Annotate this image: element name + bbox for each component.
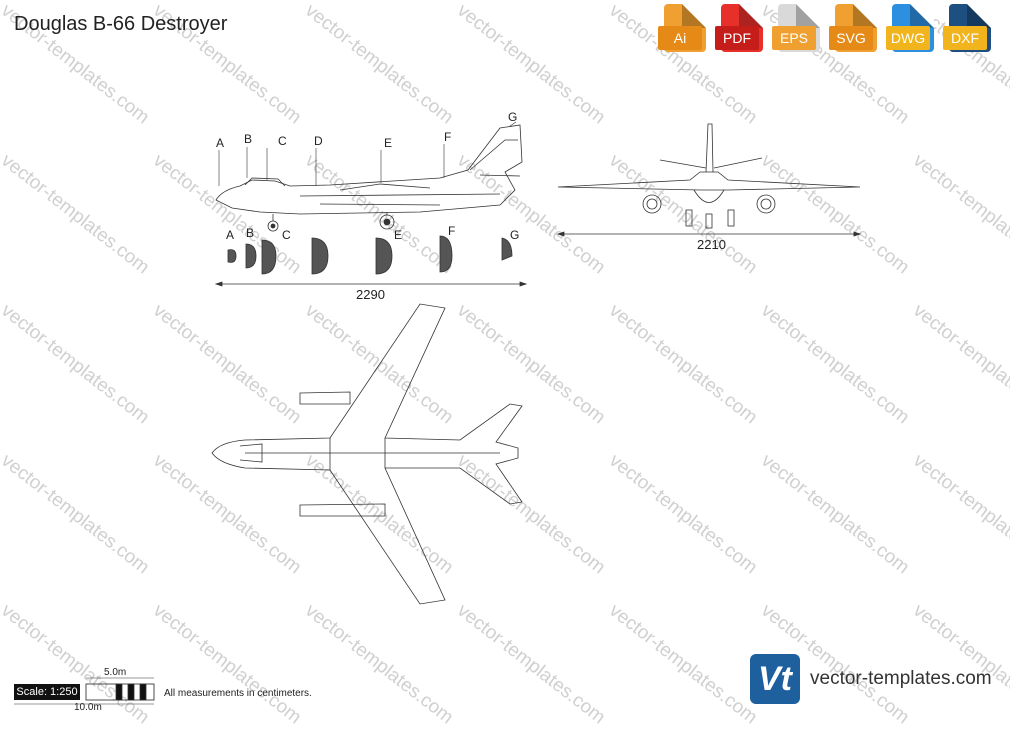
- blueprint-drawing: [14, 121, 862, 705]
- section-label-g: G: [508, 110, 518, 124]
- page-title: Douglas B-66 Destroyer: [14, 13, 228, 35]
- eps-format-label: EPS: [772, 26, 816, 50]
- pdf-format-button[interactable]: PDF: [715, 4, 763, 52]
- cross-label-a: A: [226, 228, 235, 242]
- scale-bar: [14, 677, 155, 705]
- dxf-format-button[interactable]: DXF: [943, 4, 991, 52]
- front-span-dimension: 2210: [697, 237, 726, 252]
- top-view: [211, 303, 523, 605]
- dwg-format-label: DWG: [886, 26, 930, 50]
- section-label-d: D: [314, 134, 323, 148]
- cross-label-e: E: [394, 228, 403, 242]
- pdf-format-label: PDF: [715, 26, 759, 50]
- cross-label-f: F: [448, 224, 456, 238]
- section-label-e: E: [384, 136, 393, 150]
- site-name[interactable]: vector-templates.com: [810, 668, 992, 689]
- dxf-format-label: DXF: [943, 26, 987, 50]
- format-download-bar: Ai PDF EPS SVG DWG DXF: [658, 4, 1006, 52]
- cross-sections: [227, 235, 513, 275]
- scale-label: Scale: 1:250: [14, 684, 80, 700]
- svg-format-label: SVG: [829, 26, 873, 50]
- section-label-f: F: [444, 130, 452, 144]
- eps-format-button[interactable]: EPS: [772, 4, 820, 52]
- side-length-dimension: 2290: [356, 287, 385, 302]
- scale-long-label: 10.0m: [74, 702, 102, 713]
- cross-label-b: B: [246, 226, 255, 240]
- cross-label-g: G: [510, 228, 520, 242]
- cross-label-c: C: [282, 228, 291, 242]
- front-view: [557, 123, 861, 229]
- scale-short-label: 5.0m: [104, 667, 127, 678]
- vt-logo-icon: Vt: [750, 654, 800, 704]
- section-label-c: C: [278, 134, 287, 148]
- svg-format-button[interactable]: SVG: [829, 4, 877, 52]
- ai-format-button[interactable]: Ai: [658, 4, 706, 52]
- ai-format-label: Ai: [658, 26, 702, 50]
- dwg-format-button[interactable]: DWG: [886, 4, 934, 52]
- section-label-a: A: [216, 136, 225, 150]
- measurement-note: All measurements in centimeters.: [164, 688, 312, 699]
- section-label-b: B: [244, 132, 253, 146]
- side-view: [215, 121, 523, 232]
